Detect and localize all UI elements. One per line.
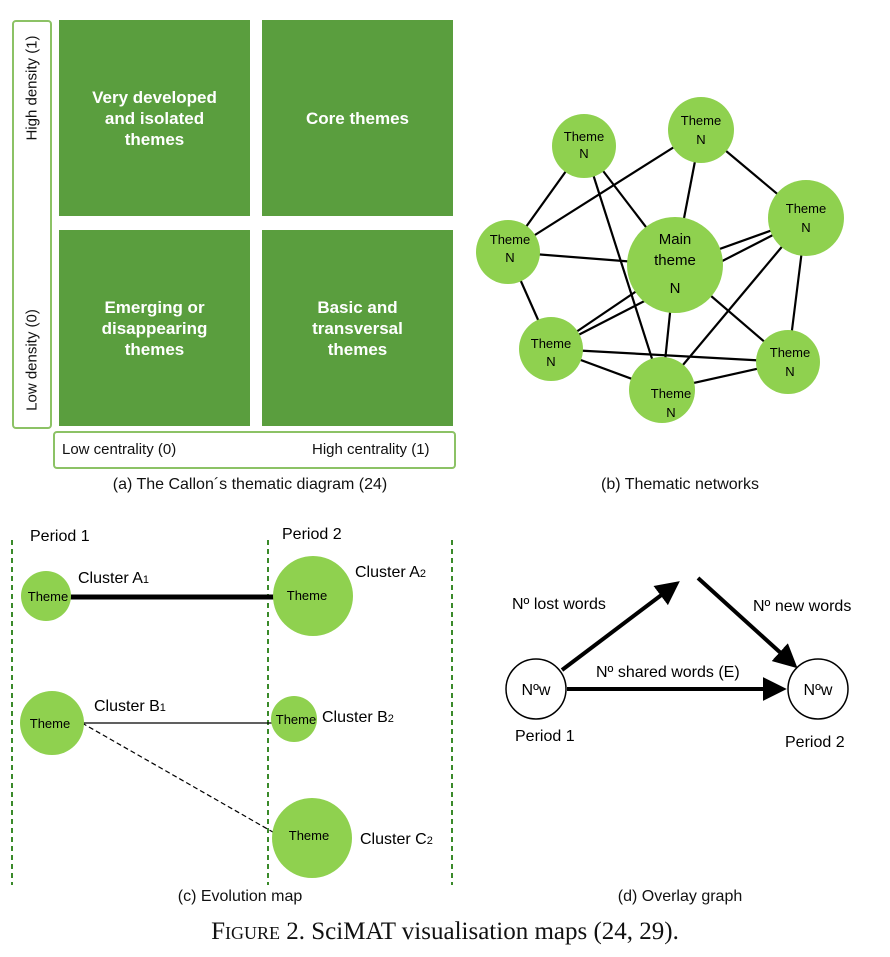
caption-a: (a) The Callon´s thematic diagram (24) — [112, 476, 388, 493]
cluster-a2-node: Theme — [273, 556, 353, 636]
svg-text:N: N — [785, 364, 794, 379]
theme-node: Theme N — [519, 317, 583, 381]
cluster-c2-label: Cluster C2 — [360, 831, 433, 848]
svg-text:Theme: Theme — [531, 336, 571, 351]
x-axis-low-label: Low centrality (0) — [62, 441, 177, 458]
quadrant-top-left: Very developed and isolated themes — [59, 20, 250, 216]
svg-text:Theme: Theme — [564, 129, 604, 144]
caption-d: (d) Overlay graph — [617, 888, 743, 905]
theme-node: Theme N — [629, 357, 695, 423]
cluster-b1-node: Theme — [20, 691, 84, 755]
figure-caption: Figure 2. SciMAT visualisation maps (24,… — [0, 918, 890, 946]
period2-node: Nºw — [787, 658, 849, 720]
quadrant-bottom-right: Basic and transversal themes — [262, 230, 453, 426]
svg-text:Main: Main — [659, 231, 692, 248]
svg-text:Theme: Theme — [770, 345, 810, 360]
svg-text:N: N — [505, 250, 514, 265]
quadrant-top-right: Core themes — [262, 20, 453, 216]
svg-text:Theme: Theme — [786, 201, 826, 216]
svg-text:N: N — [579, 146, 588, 161]
svg-text:Theme: Theme — [651, 386, 691, 401]
link-b1-c2 — [81, 722, 279, 836]
figure-caption-prefix: Figure 2. — [211, 918, 306, 945]
caption-c: (c) Evolution map — [177, 888, 303, 905]
period1-label: Period 1 — [30, 528, 90, 545]
theme-node: Theme N — [552, 114, 616, 178]
x-axis-box — [53, 431, 456, 469]
svg-text:Theme: Theme — [490, 232, 530, 247]
quadrant-bottom-left: Emerging or disappearing themes — [59, 230, 250, 426]
main-theme-node: Main theme N — [627, 217, 723, 313]
theme-node: Theme N — [476, 220, 540, 284]
lost-words-label: Nº lost words — [512, 596, 606, 613]
caption-b: (b) Thematic networks — [601, 476, 759, 493]
period2-node-label: Period 2 — [785, 734, 845, 751]
period2-label: Period 2 — [282, 526, 342, 543]
svg-text:Theme: Theme — [30, 716, 70, 731]
theme-node: Theme N — [668, 97, 734, 163]
theme-node: Theme N — [756, 330, 820, 394]
y-axis-box — [12, 20, 52, 429]
new-words-arrow — [696, 576, 798, 669]
evolution-map: Period 1 Period 2 Theme Theme Theme Them… — [11, 526, 453, 885]
svg-text:Theme: Theme — [681, 113, 721, 128]
period1-node: Nºw — [505, 658, 567, 720]
svg-text:Theme: Theme — [289, 828, 329, 843]
x-axis-high-label: High centrality (1) — [312, 441, 430, 458]
svg-text:N: N — [801, 220, 810, 235]
cluster-c2-node: Theme — [272, 798, 352, 878]
svg-text:N: N — [670, 280, 681, 297]
new-words-label: Nº new words — [753, 598, 851, 615]
svg-text:Nºw: Nºw — [804, 682, 833, 699]
cluster-a1-label: Cluster A1 — [78, 570, 149, 587]
cluster-b2-node: Theme — [271, 696, 317, 742]
cluster-a2-label: Cluster A2 — [355, 564, 426, 581]
svg-text:theme: theme — [654, 252, 696, 269]
overlay-graph: Nºw Nºw Nº lost words Nº new words Nº sh… — [505, 576, 851, 751]
svg-text:Theme: Theme — [287, 588, 327, 603]
svg-text:N: N — [666, 405, 675, 420]
svg-text:N: N — [546, 354, 555, 369]
svg-text:Theme: Theme — [28, 589, 68, 604]
cluster-b1-label: Cluster B1 — [94, 698, 166, 715]
cluster-b2-label: Cluster B2 — [322, 709, 394, 726]
lost-words-arrow — [560, 581, 680, 672]
shared-words-label: Nº shared words (E) — [596, 664, 740, 681]
svg-text:Theme: Theme — [276, 712, 316, 727]
period1-node-label: Period 1 — [515, 728, 575, 745]
figure-caption-text: SciMAT visualisation maps (24, 29). — [311, 918, 679, 945]
theme-node: Theme N — [768, 180, 844, 256]
svg-text:Nºw: Nºw — [522, 682, 551, 699]
svg-text:N: N — [696, 132, 705, 147]
cluster-a1-node: Theme — [21, 571, 71, 621]
